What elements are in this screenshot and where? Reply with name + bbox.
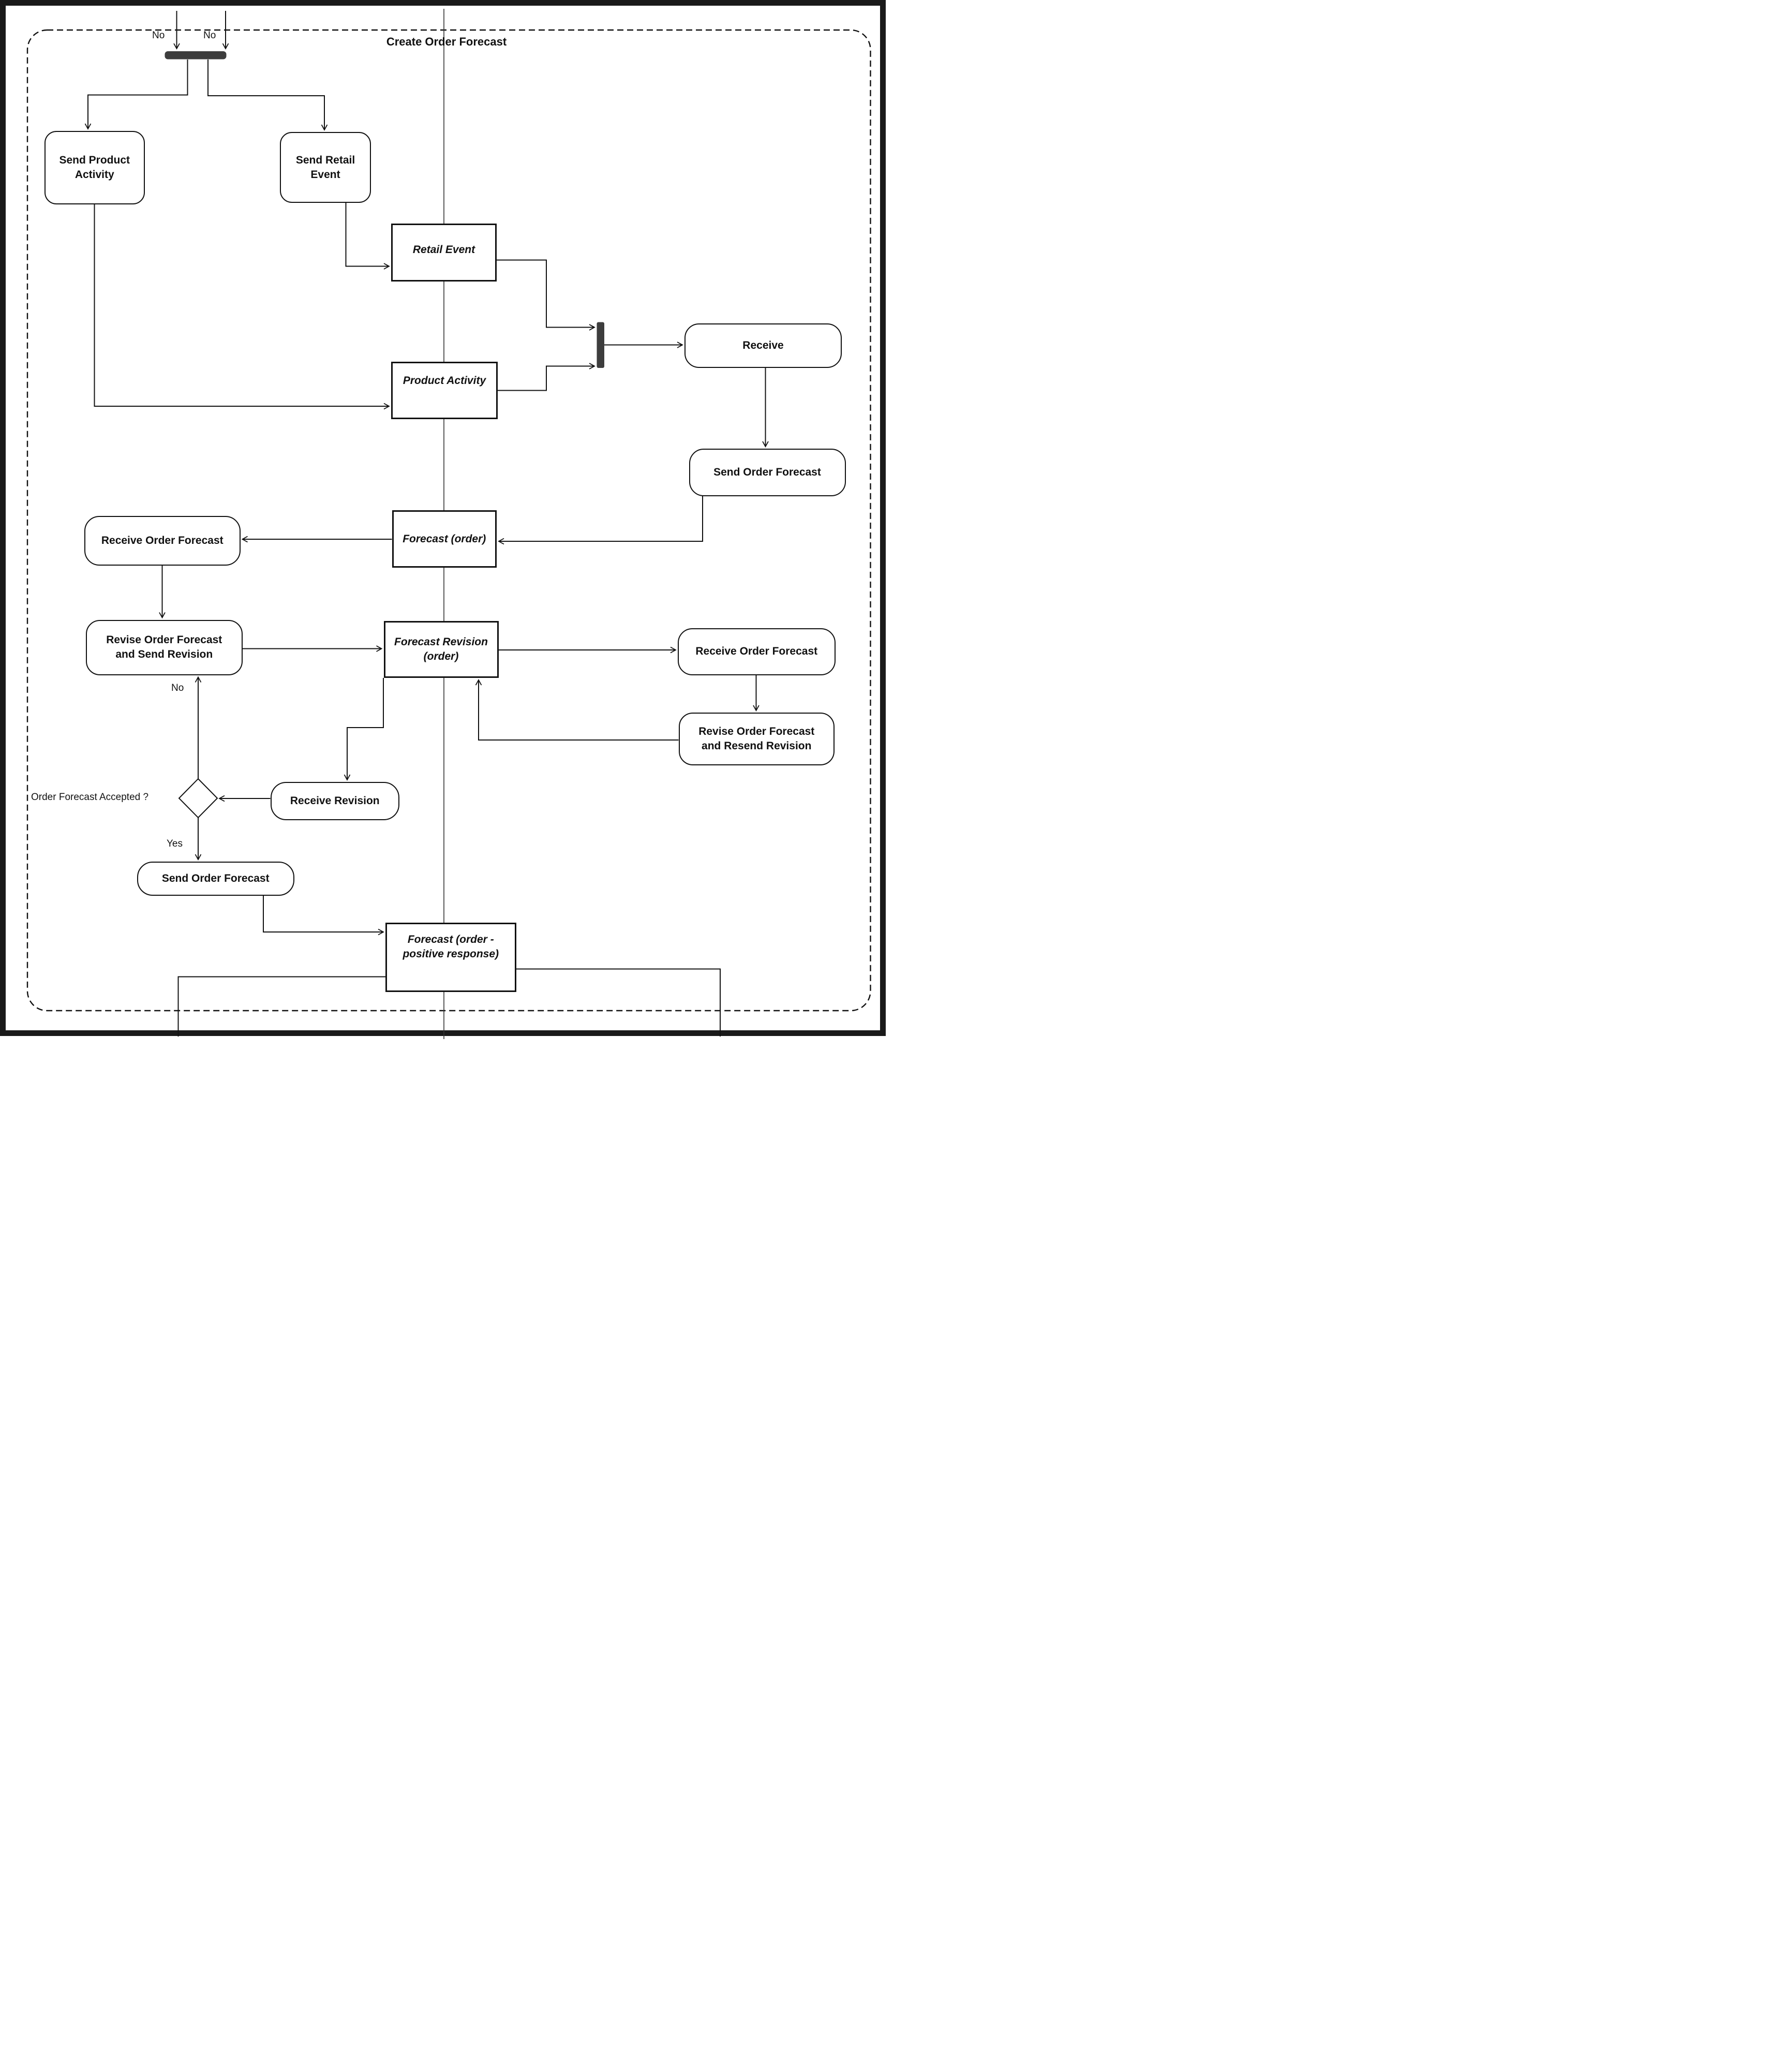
edge-forecast-positive-right-exit: [516, 968, 721, 1037]
activity-label: Receive Revision: [290, 795, 380, 807]
edge-revise-resend-to-forecast-revision: [475, 679, 679, 741]
activity-receive-order-forecast-right: Receive Order Forecast: [678, 628, 836, 675]
artifact-label: Retail Event: [412, 243, 475, 256]
edge-forecast-revision-to-receive-revision: [344, 678, 384, 781]
activity-revise-order-forecast-and-send-revision: Revise Order Forecast and Send Revision: [86, 619, 243, 675]
artifact-label: Forecast (order): [403, 532, 486, 545]
decision-diamond: [178, 778, 218, 819]
artifact-forecast-order-positive-response: Forecast (order - positive response): [385, 922, 516, 992]
edge-send-product-activity-to-product-activity: [94, 204, 390, 410]
edge-forecast-positive-left-exit: [177, 976, 385, 1037]
activity-label: Send Order Forecast: [713, 466, 821, 478]
activity-send-retail-event: Send Retail Event: [280, 132, 371, 203]
edge-label-no-left: No: [152, 30, 165, 41]
artifact-label: Product Activity: [403, 375, 486, 387]
activity-receive-revision: Receive Revision: [270, 782, 399, 820]
activity-label: Revise Order Forecast and Resend Revisio…: [698, 726, 815, 752]
decision-question: Order Forecast Accepted ?: [31, 792, 149, 803]
edge-fork-to-send-product-activity: [84, 60, 188, 130]
activity-send-order-forecast-final: Send Order Forecast: [137, 862, 294, 896]
activity-label: Send Retail Event: [295, 154, 355, 181]
artifact-forecast-order: Forecast (order): [392, 510, 497, 568]
activity-send-order-forecast: Send Order Forecast: [689, 449, 846, 496]
artifact-label: Forecast (order - positive response): [403, 934, 499, 960]
edge-label-no-right: No: [203, 30, 216, 41]
artifact-label: Forecast Revision (order): [394, 636, 488, 662]
activity-label: Receive Order Forecast: [695, 645, 818, 658]
fragment-title: Create Order Forecast: [386, 35, 507, 48]
edge-send-order-forecast-to-forecast-order: [498, 496, 703, 545]
edge-send-retail-event-to-retail-event: [345, 203, 390, 270]
activity-send-product-activity: Send Product Activity: [44, 130, 145, 204]
activity-label: Send Order Forecast: [161, 872, 270, 885]
activity-receive-order-forecast-left: Receive Order Forecast: [84, 516, 241, 566]
edge-send-order-forecast-to-forecast-positive: [263, 896, 384, 936]
activity-label: Receive: [742, 339, 784, 351]
artifact-product-activity: Product Activity: [391, 361, 498, 419]
artifact-forecast-revision-order: Forecast Revision (order): [383, 621, 499, 678]
activity-label: Receive Order Forecast: [101, 534, 224, 546]
fork-bar: [165, 51, 227, 60]
activity-label: Send Product Activity: [59, 154, 130, 181]
activity-revise-order-forecast-and-resend-revision: Revise Order Forecast and Resend Revisio…: [678, 713, 835, 765]
decision-yes-label: Yes: [167, 838, 183, 849]
activity-receive: Receive: [684, 323, 842, 368]
decision-no-label: No: [171, 683, 184, 693]
connector-layer: [26, 9, 871, 1039]
activity-label: Revise Order Forecast and Send Revision: [106, 634, 222, 660]
artifact-retail-event: Retail Event: [391, 224, 497, 282]
edge-product-activity-to-join: [498, 363, 595, 391]
fragment-boundary: [26, 29, 871, 1012]
edge-retail-event-to-join: [497, 259, 595, 331]
diagram-page: Create Order Forecast No No No Yes Order…: [0, 0, 886, 1039]
join-bar: [597, 322, 604, 368]
edge-fork-to-send-retail-event: [207, 60, 328, 131]
